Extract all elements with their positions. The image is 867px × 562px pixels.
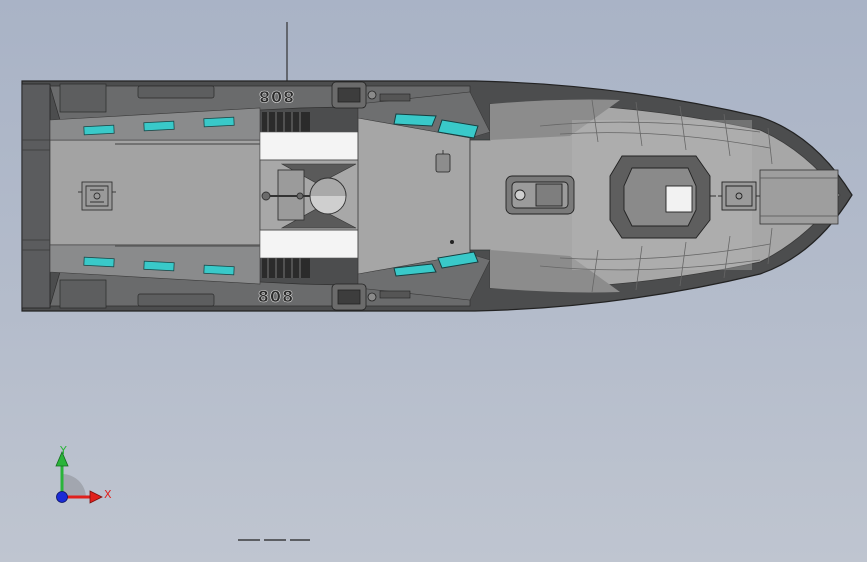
bow-platform [759, 169, 839, 225]
y-axis-arrow [55, 450, 69, 467]
foredeck-starboard-shadow [490, 250, 620, 293]
foredeck-port-shadow [490, 99, 620, 140]
y-axis-label: Y [59, 444, 67, 457]
port-cleat-bar [379, 93, 411, 102]
bow-hatch [718, 181, 760, 211]
midship-hatch [505, 175, 575, 215]
gun-turret [261, 169, 347, 221]
white-panel-starboard [259, 229, 359, 259]
x-axis-label: X [104, 488, 112, 501]
port-aft-box [59, 83, 107, 113]
white-panel-port [259, 131, 359, 161]
bow-platform-lines [760, 177, 838, 217]
transom [21, 83, 51, 309]
cabin-dot [450, 240, 454, 244]
starboard-cleat-bar [379, 290, 411, 299]
hull-number-port: 808 [258, 87, 294, 106]
transom-ribs [22, 139, 50, 251]
z-axis-dot [56, 491, 68, 503]
starboard-midship-fitting [331, 283, 377, 311]
vent-grille-port-slats [267, 112, 301, 132]
x-axis-arrow [89, 490, 103, 504]
aft-side-windows [83, 116, 235, 276]
axis-triad: Y X [55, 444, 112, 504]
starboard-side-panel [137, 293, 215, 307]
foredeck-ribs [539, 99, 773, 293]
starboard-aft-box [59, 279, 107, 309]
port-side-panel [137, 85, 215, 99]
vent-grille-port [262, 112, 310, 132]
cabin-fixture [435, 150, 451, 173]
forward-superstructure [609, 155, 716, 239]
aft-deck [49, 139, 261, 246]
hull-number-starboard: 808 [258, 287, 294, 306]
port-midship-fitting [331, 81, 377, 109]
vent-grille-starboard [262, 258, 310, 278]
triad-quadrant [62, 474, 86, 497]
aft-hatch [78, 181, 116, 211]
vent-grille-starboard-slats [267, 258, 301, 278]
